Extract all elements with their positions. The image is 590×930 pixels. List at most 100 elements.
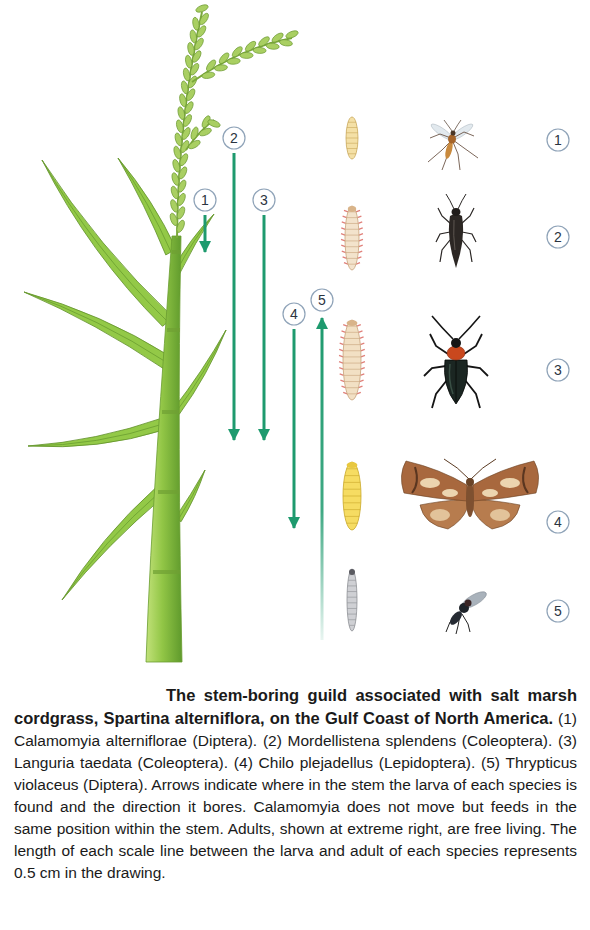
larva-segment xyxy=(345,240,359,241)
forewing xyxy=(401,461,467,501)
adult-midge xyxy=(428,120,478,170)
callout-circle: 2 xyxy=(222,126,246,150)
larva-figure xyxy=(346,117,358,159)
antennae xyxy=(446,194,466,209)
stem xyxy=(146,236,182,662)
larva-segment xyxy=(343,502,361,503)
larva-body xyxy=(343,320,361,400)
larva-head xyxy=(347,462,358,468)
larva-segment xyxy=(347,523,358,524)
spikelet xyxy=(195,3,209,13)
hindwing xyxy=(473,499,520,529)
legs xyxy=(424,334,488,408)
circle-shape xyxy=(547,226,569,248)
callout-circle: 3 xyxy=(252,188,276,212)
thorax xyxy=(448,135,456,144)
larva-segment xyxy=(347,597,357,598)
head xyxy=(465,600,472,607)
larva-segment xyxy=(348,153,356,154)
leaf-blade xyxy=(173,330,226,414)
wing-band xyxy=(523,467,528,493)
caption-block: The stem-boring guild associated with sa… xyxy=(14,684,577,884)
body xyxy=(449,214,463,268)
spikelet xyxy=(180,80,189,94)
spikelet xyxy=(173,145,183,159)
adult-beetle xyxy=(436,194,476,268)
callout-circle: 1 xyxy=(193,188,217,212)
wing-pair xyxy=(473,461,539,529)
suture xyxy=(456,360,457,402)
larva-segment xyxy=(346,132,358,133)
callout-number: 5 xyxy=(318,292,326,308)
head xyxy=(466,478,474,486)
spikelet xyxy=(227,58,240,65)
callout-number: 1 xyxy=(554,132,562,148)
larva-segment xyxy=(349,625,355,626)
larva-segment xyxy=(347,591,357,592)
antennae xyxy=(444,120,461,131)
callout-number: 1 xyxy=(201,192,209,208)
leaf-midrib xyxy=(42,160,168,322)
wing-patch xyxy=(430,509,450,521)
leaf-blade xyxy=(24,292,169,368)
adult-fly xyxy=(446,589,489,634)
larva-segment xyxy=(345,235,359,236)
spikelet xyxy=(198,12,210,26)
larva-segment xyxy=(347,602,357,603)
larva-body xyxy=(347,569,357,631)
stem-joint xyxy=(167,328,180,332)
legs xyxy=(428,132,478,170)
spikelet xyxy=(190,126,200,140)
larva-segment xyxy=(347,393,357,394)
callout-number: 4 xyxy=(290,306,298,322)
spikelet xyxy=(178,93,187,107)
circle-shape xyxy=(194,189,216,211)
stem-joint xyxy=(158,490,179,494)
head xyxy=(451,338,461,348)
spikelet xyxy=(198,127,212,138)
sheen xyxy=(449,364,453,394)
adult-moth xyxy=(401,459,538,529)
spikelet xyxy=(175,119,184,133)
callout-number: 2 xyxy=(554,229,562,245)
caption-title: The stem-boring guild associated with sa… xyxy=(14,686,577,727)
spikelet xyxy=(177,106,186,120)
wing-band xyxy=(412,467,417,493)
leaf-midrib xyxy=(178,470,205,520)
leaf-blade xyxy=(118,158,176,255)
callout-number: 5 xyxy=(554,603,562,619)
larva-segment xyxy=(346,387,359,388)
boring-arrow xyxy=(233,153,236,440)
larva-segment xyxy=(348,122,356,123)
larva-segment xyxy=(345,229,358,230)
larva-segment xyxy=(348,614,357,615)
larva-head xyxy=(347,320,358,326)
elytra xyxy=(444,360,467,404)
larva-segment xyxy=(347,127,357,128)
antennae xyxy=(444,459,496,479)
boring-arrow xyxy=(263,215,266,440)
spikelet xyxy=(182,67,191,81)
larva-segment xyxy=(344,344,361,345)
callout-number: 4 xyxy=(554,514,562,530)
larva-segment xyxy=(348,619,356,620)
larva-segment xyxy=(345,246,358,247)
spikelet xyxy=(184,55,193,69)
larva-segment xyxy=(348,580,356,581)
leaf-midrib xyxy=(62,492,160,600)
head xyxy=(451,131,456,136)
larva-segment xyxy=(346,332,359,333)
panicle-axis xyxy=(192,38,292,82)
larva-segment xyxy=(347,217,358,218)
larva-segment xyxy=(348,264,356,265)
larva-segment xyxy=(348,585,357,586)
larva-figure xyxy=(347,569,357,631)
circle-shape xyxy=(311,289,333,311)
larva-segment xyxy=(343,356,361,357)
boring-arrow xyxy=(321,318,324,640)
adult-beetle xyxy=(424,316,488,408)
spikelet xyxy=(279,39,293,47)
wing-patch xyxy=(442,489,458,497)
leaf-blade xyxy=(42,160,174,326)
callout-number: 3 xyxy=(554,362,562,378)
